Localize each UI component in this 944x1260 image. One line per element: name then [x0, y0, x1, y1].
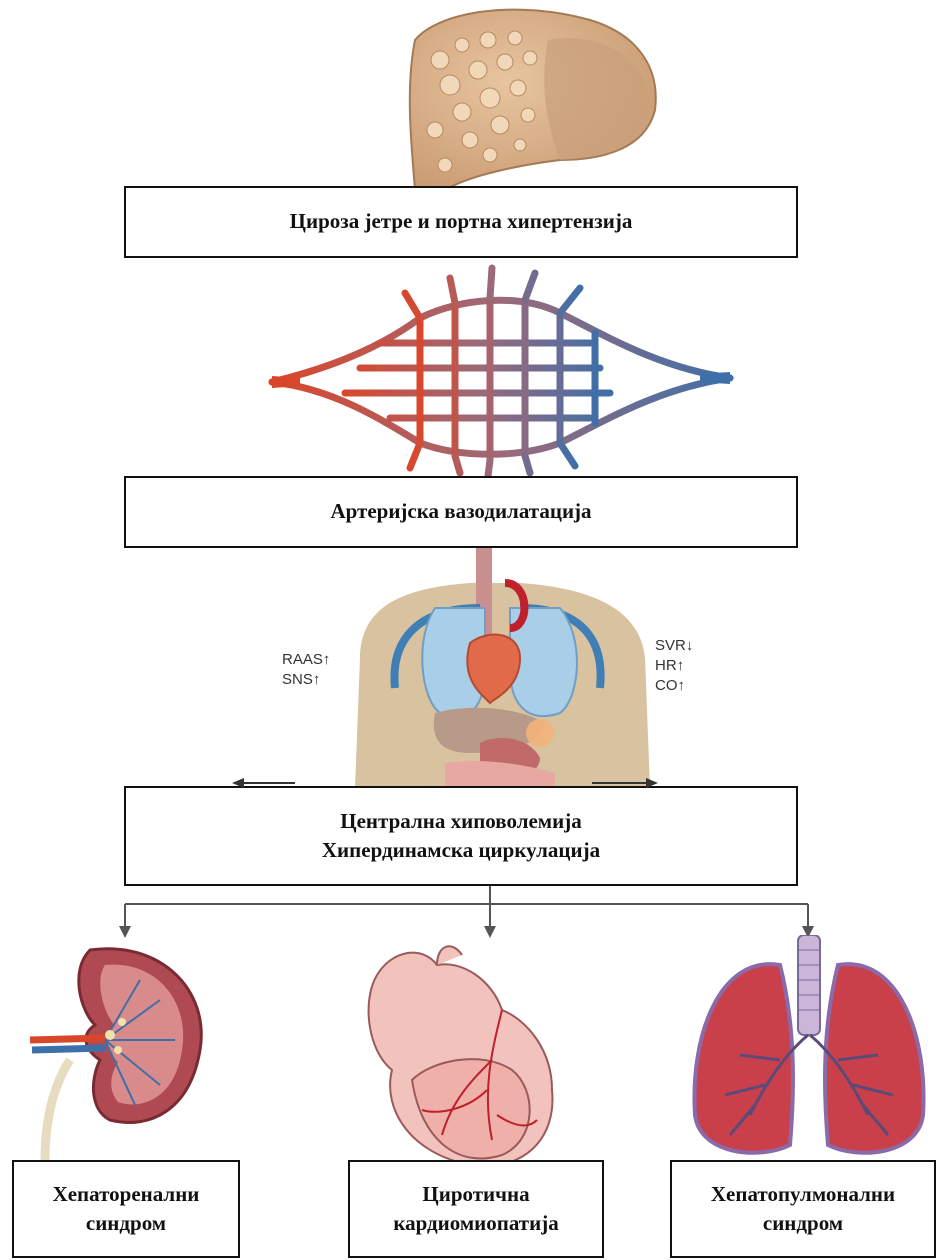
body-labels-right: SVR↓ HR↑ CO↑	[655, 636, 693, 696]
hepatopulmonary-box: Хепатопулмонални синдром	[670, 1160, 936, 1258]
lungs-illustration	[680, 935, 930, 1165]
body-labels-left: RAAS↑ SNS↑	[282, 650, 330, 690]
liver-illustration	[0, 0, 944, 200]
arrow-down-center	[484, 926, 496, 938]
vascular-network-illustration	[0, 258, 944, 478]
torso-illustration	[0, 548, 944, 788]
hepatorenal-line1: Хепаторенални	[53, 1180, 200, 1209]
central-line2: Хипердинамска циркулација	[322, 836, 600, 865]
svr-label: SVR↓	[655, 636, 693, 656]
hepatorenal-line2: синдром	[86, 1209, 166, 1238]
arrow-left-to-kidney	[230, 775, 300, 791]
arrow-right-to-lungs	[590, 775, 660, 791]
arrow-down-left	[119, 926, 131, 938]
cardio-line2: кардиомиопатија	[393, 1209, 558, 1238]
vasodilation-label: Артеријска вазодилатација	[330, 497, 591, 526]
vasodilation-box: Артеријска вазодилатација	[124, 476, 798, 548]
raas-label: RAAS↑	[282, 650, 330, 670]
kidney-illustration	[10, 940, 210, 1160]
central-line1: Централна хиповолемија	[340, 807, 581, 836]
hepatopulmonary-line1: Хепатопулмонални	[711, 1180, 895, 1209]
hr-label: HR↑	[655, 656, 693, 676]
cirrhotic-cardiomyopathy-box: Циротична кардиомиопатија	[348, 1160, 604, 1258]
cirrhosis-box: Цироза јетре и портна хипертензија	[124, 186, 798, 258]
cardio-line1: Циротична	[422, 1180, 529, 1209]
heart-illustration	[352, 940, 572, 1180]
hepatorenal-box: Хепаторенални синдром	[12, 1160, 240, 1258]
central-box: Централна хиповолемија Хипердинамска цир…	[124, 786, 798, 886]
cirrhosis-label: Цироза јетре и портна хипертензија	[290, 207, 633, 236]
co-label: CO↑	[655, 676, 693, 696]
sns-label: SNS↑	[282, 670, 330, 690]
hepatopulmonary-line2: синдром	[763, 1209, 843, 1238]
